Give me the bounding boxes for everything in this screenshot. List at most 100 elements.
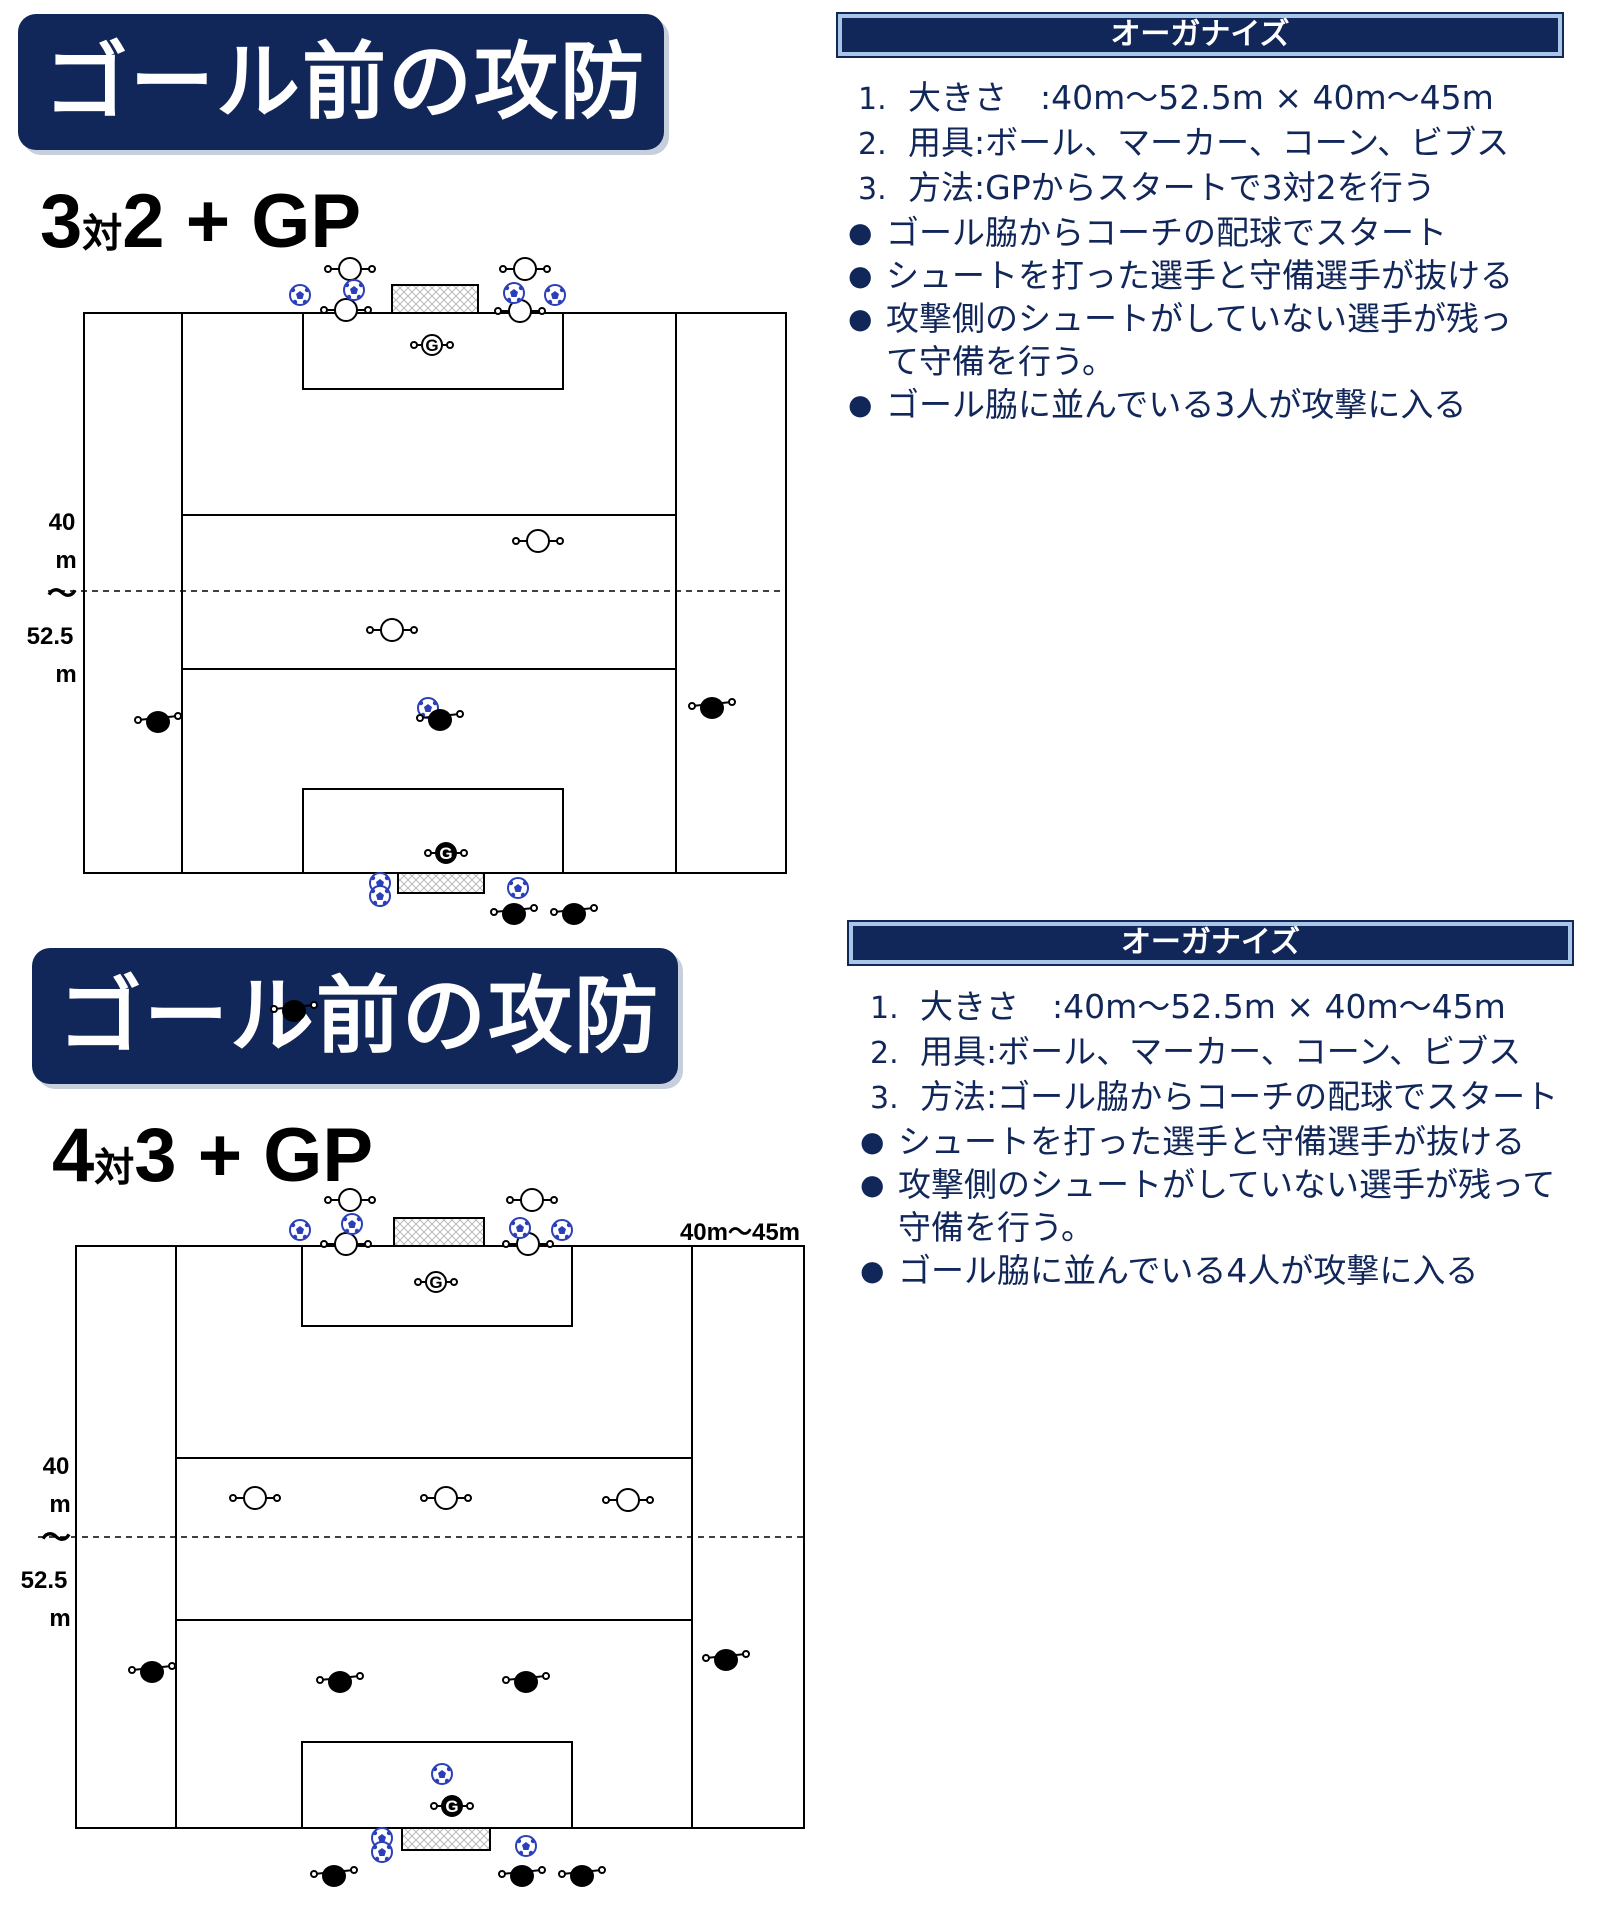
soccer-ball-icon	[369, 885, 391, 907]
drill2-sub-vs: 対	[94, 1145, 135, 1191]
list-item: 2.用具:ボール、マーカー、コーン、ビブス	[858, 123, 1510, 162]
goalkeeper-icon	[410, 334, 454, 356]
black-player-icon	[502, 1670, 550, 1694]
goal-bottom	[397, 872, 485, 894]
soccer-ball-icon	[431, 1763, 453, 1785]
drill2-organize-list: 1.大きさ :40m〜52.5m × 40m〜45m 2.用具:ボール、マーカー…	[860, 985, 1558, 1292]
soccer-ball-icon	[509, 1217, 531, 1239]
list-item: ●シュートを打った選手と守備選手が抜ける	[848, 256, 1513, 295]
drill1-side-label-0: 40	[49, 509, 76, 536]
bullet-icon: ●	[848, 259, 873, 292]
drill2-sub-num-b: 3	[134, 1113, 177, 1198]
drill2-side-label-2: 〜	[41, 1522, 71, 1555]
white-player-icon	[320, 298, 372, 322]
drill2-pitch: 40m〜45m 40 m 〜 52.5 m	[21, 1188, 805, 1888]
black-player-icon	[310, 1864, 358, 1888]
black-player-icon	[498, 1864, 546, 1888]
white-player-icon	[229, 1486, 281, 1510]
drill2-organize-header: オーガナイズ	[847, 920, 1574, 966]
drill2-subtitle: 4対3 + GP	[52, 1118, 373, 1194]
list-item: ●攻撃側のシュートがしていない選手が残って	[860, 1165, 1556, 1204]
white-player-icon	[324, 257, 376, 281]
white-player-icon	[420, 1486, 472, 1510]
white-player-icon	[506, 1188, 558, 1212]
drill1-sub-num-b: 2	[122, 179, 165, 264]
goal-bottom	[401, 1827, 491, 1851]
list-item: ●ゴール脇に並んでいる3人が攻撃に入る	[848, 385, 1467, 424]
soccer-ball-icon	[515, 1835, 537, 1857]
drill1-pitch: 40 m 〜 52.5 m	[27, 257, 787, 1023]
drill2-title: ゴール前の攻防	[58, 967, 661, 1065]
soccer-ball-icon	[289, 1219, 311, 1241]
black-player-icon	[316, 1670, 364, 1694]
black-player-icon	[270, 999, 318, 1023]
black-player-icon	[128, 1660, 176, 1684]
white-player-icon	[502, 1232, 554, 1256]
drill2-sub-plus: +	[197, 1113, 243, 1198]
goal-top	[393, 1217, 485, 1247]
list-item-continued: て守備を行う。	[886, 342, 1116, 381]
drill1-side-label-3: 52.5	[27, 623, 74, 650]
list-item: ●シュートを打った選手と守備選手が抜ける	[860, 1122, 1525, 1161]
list-item: 3.方法:ゴール脇からコーチの配球でスタート	[870, 1077, 1559, 1116]
list-item: ●ゴール脇からコーチの配球でスタート	[848, 213, 1447, 252]
drill2-sub-gp: GP	[263, 1113, 374, 1198]
soccer-ball-icon	[544, 284, 566, 306]
bullet-icon: ●	[848, 302, 873, 335]
drill2-side-label-1: m	[49, 1491, 70, 1518]
white-player-icon	[494, 299, 546, 323]
white-player-icon	[499, 257, 551, 281]
drill2-title-banner: ゴール前の攻防	[32, 948, 678, 1084]
drill2-side-label-3: 52.5	[21, 1567, 68, 1594]
drill1-sub-num-a: 3	[40, 179, 83, 264]
bullet-icon: ●	[848, 216, 873, 249]
drill1-sub-plus: +	[185, 179, 231, 264]
goalkeeper-icon	[424, 841, 468, 865]
drill2-side-label-4: m	[49, 1605, 70, 1632]
drill2-sub-num-a: 4	[52, 1113, 95, 1198]
goal-top	[391, 284, 479, 314]
drill2-side-label-0: 40	[43, 1453, 70, 1480]
bullet-icon: ●	[860, 1168, 885, 1201]
black-player-icon	[702, 1648, 750, 1672]
drill1-title: ゴール前の攻防	[44, 33, 647, 131]
drill1-subtitle: 3対2 + GP	[40, 184, 361, 260]
soccer-ball-icon	[503, 282, 525, 304]
list-item-continued: 守備を行う。	[898, 1208, 1095, 1247]
list-item: 1.大きさ :40m〜52.5m × 40m〜45m	[858, 78, 1494, 117]
drill1-side-label-2: 〜	[47, 578, 77, 611]
black-player-icon	[550, 902, 598, 926]
bullet-icon: ●	[860, 1125, 885, 1158]
bullet-icon: ●	[848, 388, 873, 421]
soccer-ball-icon	[507, 877, 529, 899]
white-player-icon	[602, 1488, 654, 1512]
list-item: 1.大きさ :40m〜52.5m × 40m〜45m	[870, 987, 1506, 1026]
drill2-width-label: 40m〜45m	[680, 1219, 800, 1246]
drill1-title-banner: ゴール前の攻防	[18, 14, 664, 150]
black-player-icon	[558, 1864, 606, 1888]
drill1-sub-vs: 対	[82, 211, 123, 257]
list-item: ●攻撃側のシュートがしていない選手が残っ	[848, 299, 1513, 338]
list-item: 2.用具:ボール、マーカー、コーン、ビブス	[870, 1032, 1522, 1071]
drill1-side-label-1: m	[55, 547, 76, 574]
goalkeeper-icon	[430, 1794, 474, 1818]
bullet-icon: ●	[860, 1254, 885, 1287]
soccer-ball-icon	[343, 279, 365, 301]
white-player-icon	[324, 1188, 376, 1212]
goalkeeper-icon	[414, 1271, 458, 1293]
drill1-side-label-4: m	[55, 661, 76, 688]
white-player-icon	[320, 1232, 372, 1256]
drill1-organize-header: オーガナイズ	[836, 12, 1564, 58]
black-player-icon	[490, 902, 538, 926]
soccer-ball-icon	[341, 1213, 363, 1235]
list-item: ●ゴール脇に並んでいる4人が攻撃に入る	[860, 1251, 1479, 1290]
drill1-sub-gp: GP	[251, 179, 362, 264]
black-player-icon	[688, 696, 736, 720]
black-player-icon	[134, 710, 182, 734]
white-player-icon	[512, 529, 564, 553]
soccer-ball-icon	[551, 1219, 573, 1241]
white-player-icon	[366, 618, 418, 642]
list-item: 3.方法:GPからスタートで3対2を行う	[858, 168, 1436, 207]
soccer-ball-icon	[289, 284, 311, 306]
